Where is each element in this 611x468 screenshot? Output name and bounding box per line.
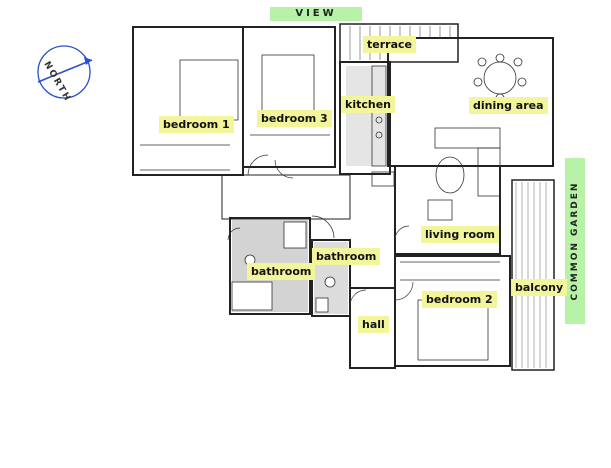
room-label-living-room: living room [421,226,500,243]
north-arrow-icon [37,45,93,99]
kitchen-floor-tiles [346,66,386,166]
common-garden-banner: COMMON GARDEN [565,158,585,324]
room-label-terrace: terrace [363,36,416,53]
corridor-area [221,174,351,220]
room-label-kitchen: kitchen [341,96,395,113]
room-label-bedroom-1: bedroom 1 [159,116,234,133]
living-room-area [394,165,501,255]
kitchen-area [339,61,391,175]
shower [283,221,307,249]
bathtub [231,281,273,311]
bed-bedroom3 [261,54,315,116]
terrace-area [339,23,459,63]
bedroom1-room [132,26,244,176]
view-banner: VIEW [270,7,362,21]
bed-bedroom2 [417,299,489,361]
bedroom2-room [394,255,511,367]
bed-bedroom1 [179,59,239,121]
balcony-area [511,179,555,371]
room-label-bedroom-3: bedroom 3 [257,110,332,127]
room-label-hall: hall [358,316,389,333]
sofa [427,127,501,221]
room-label-bathroom-small: bathroom [312,248,381,265]
bedroom3-room [242,26,336,168]
hall-area [349,287,396,369]
room-label-bedroom-2: bedroom 2 [422,291,497,308]
room-label-bathroom-main: bathroom [247,263,316,280]
dining-table [473,53,527,103]
common-garden-text: COMMON GARDEN [570,181,580,301]
room-label-balcony: balcony [511,279,568,296]
room-label-dining-area: dining area [469,97,548,114]
